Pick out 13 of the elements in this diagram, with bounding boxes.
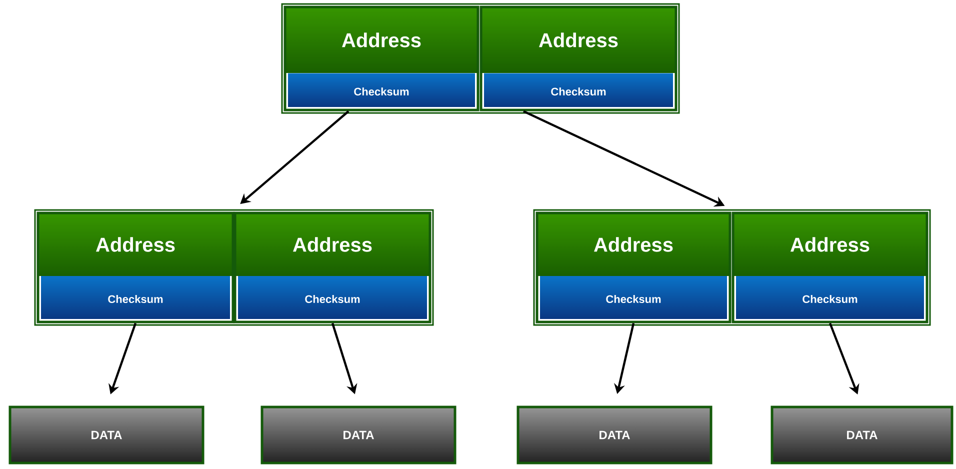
data-box: DATA: [8, 406, 204, 464]
cell-group: [281, 3, 680, 114]
address-cell: Address Checksum: [732, 212, 928, 324]
data-box: DATA: [516, 406, 712, 464]
data-box: DATA: [770, 406, 954, 464]
cell-group: [533, 209, 931, 326]
data-box: DATA: [260, 406, 456, 464]
cell-group: [34, 209, 434, 326]
address-cell: Address Checksum: [536, 212, 732, 324]
address-cell: Address Checksum: [36, 212, 234, 324]
address-cell: Address Checksum: [284, 6, 480, 112]
address-cell: Address Checksum: [234, 212, 432, 324]
address-cell: Address Checksum: [480, 6, 678, 112]
